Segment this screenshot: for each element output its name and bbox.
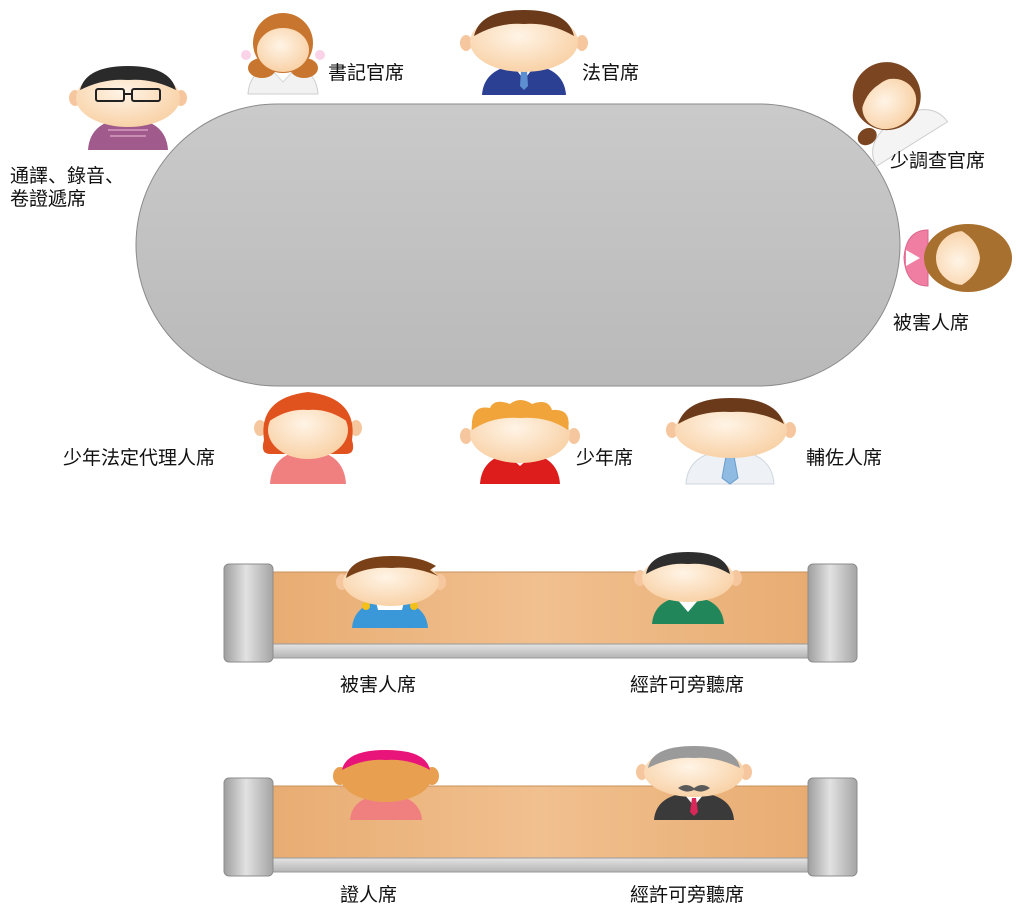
spectator-2-avatar-icon xyxy=(636,746,752,820)
witness-avatar-icon xyxy=(333,750,439,820)
legal-guardian-avatar-icon xyxy=(254,392,362,484)
juvenile-avatar-icon xyxy=(460,400,580,484)
bench-1 xyxy=(223,563,858,663)
spectator-1-avatar-icon xyxy=(634,552,742,624)
assistant-avatar-icon xyxy=(666,398,796,485)
probation-officer-avatar-icon xyxy=(852,62,949,167)
victim-child-avatar-icon xyxy=(336,556,446,628)
clerk-seat-label: 書記官席 xyxy=(328,62,405,84)
bench-2-spectator-label: 經許可旁聽席 xyxy=(630,884,745,906)
bench-2 xyxy=(223,777,858,877)
bench-1-spectator-label: 經許可旁聽席 xyxy=(630,674,745,696)
interpreter-seat-label-line1: 通譯、錄音、 xyxy=(10,165,125,187)
interpreter-avatar-icon xyxy=(69,66,187,150)
interpreter-seat-label-line2: 卷證遞席 xyxy=(10,188,87,210)
bench-1-left-post xyxy=(223,563,274,663)
bench-2-right-post xyxy=(807,777,858,877)
bench-1-right-post xyxy=(807,563,858,663)
judge-avatar-icon xyxy=(460,10,588,95)
bench-2-witness-label: 證人席 xyxy=(340,884,398,906)
assistant-seat-label: 輔佐人席 xyxy=(806,447,883,469)
legal-guardian-seat-label: 少年法定代理人席 xyxy=(63,447,216,469)
victim-avatar-icon xyxy=(903,224,1012,292)
victim-seat-label: 被害人席 xyxy=(893,312,970,334)
court-table xyxy=(135,103,901,387)
clerk-avatar-icon xyxy=(241,13,325,95)
judge-seat-label: 法官席 xyxy=(582,62,640,84)
juvenile-seat-label: 少年席 xyxy=(576,447,634,469)
probation-officer-seat-label: 少調查官席 xyxy=(890,150,986,172)
bench-1-victim-label: 被害人席 xyxy=(340,674,417,696)
bench-2-left-post xyxy=(223,777,274,877)
